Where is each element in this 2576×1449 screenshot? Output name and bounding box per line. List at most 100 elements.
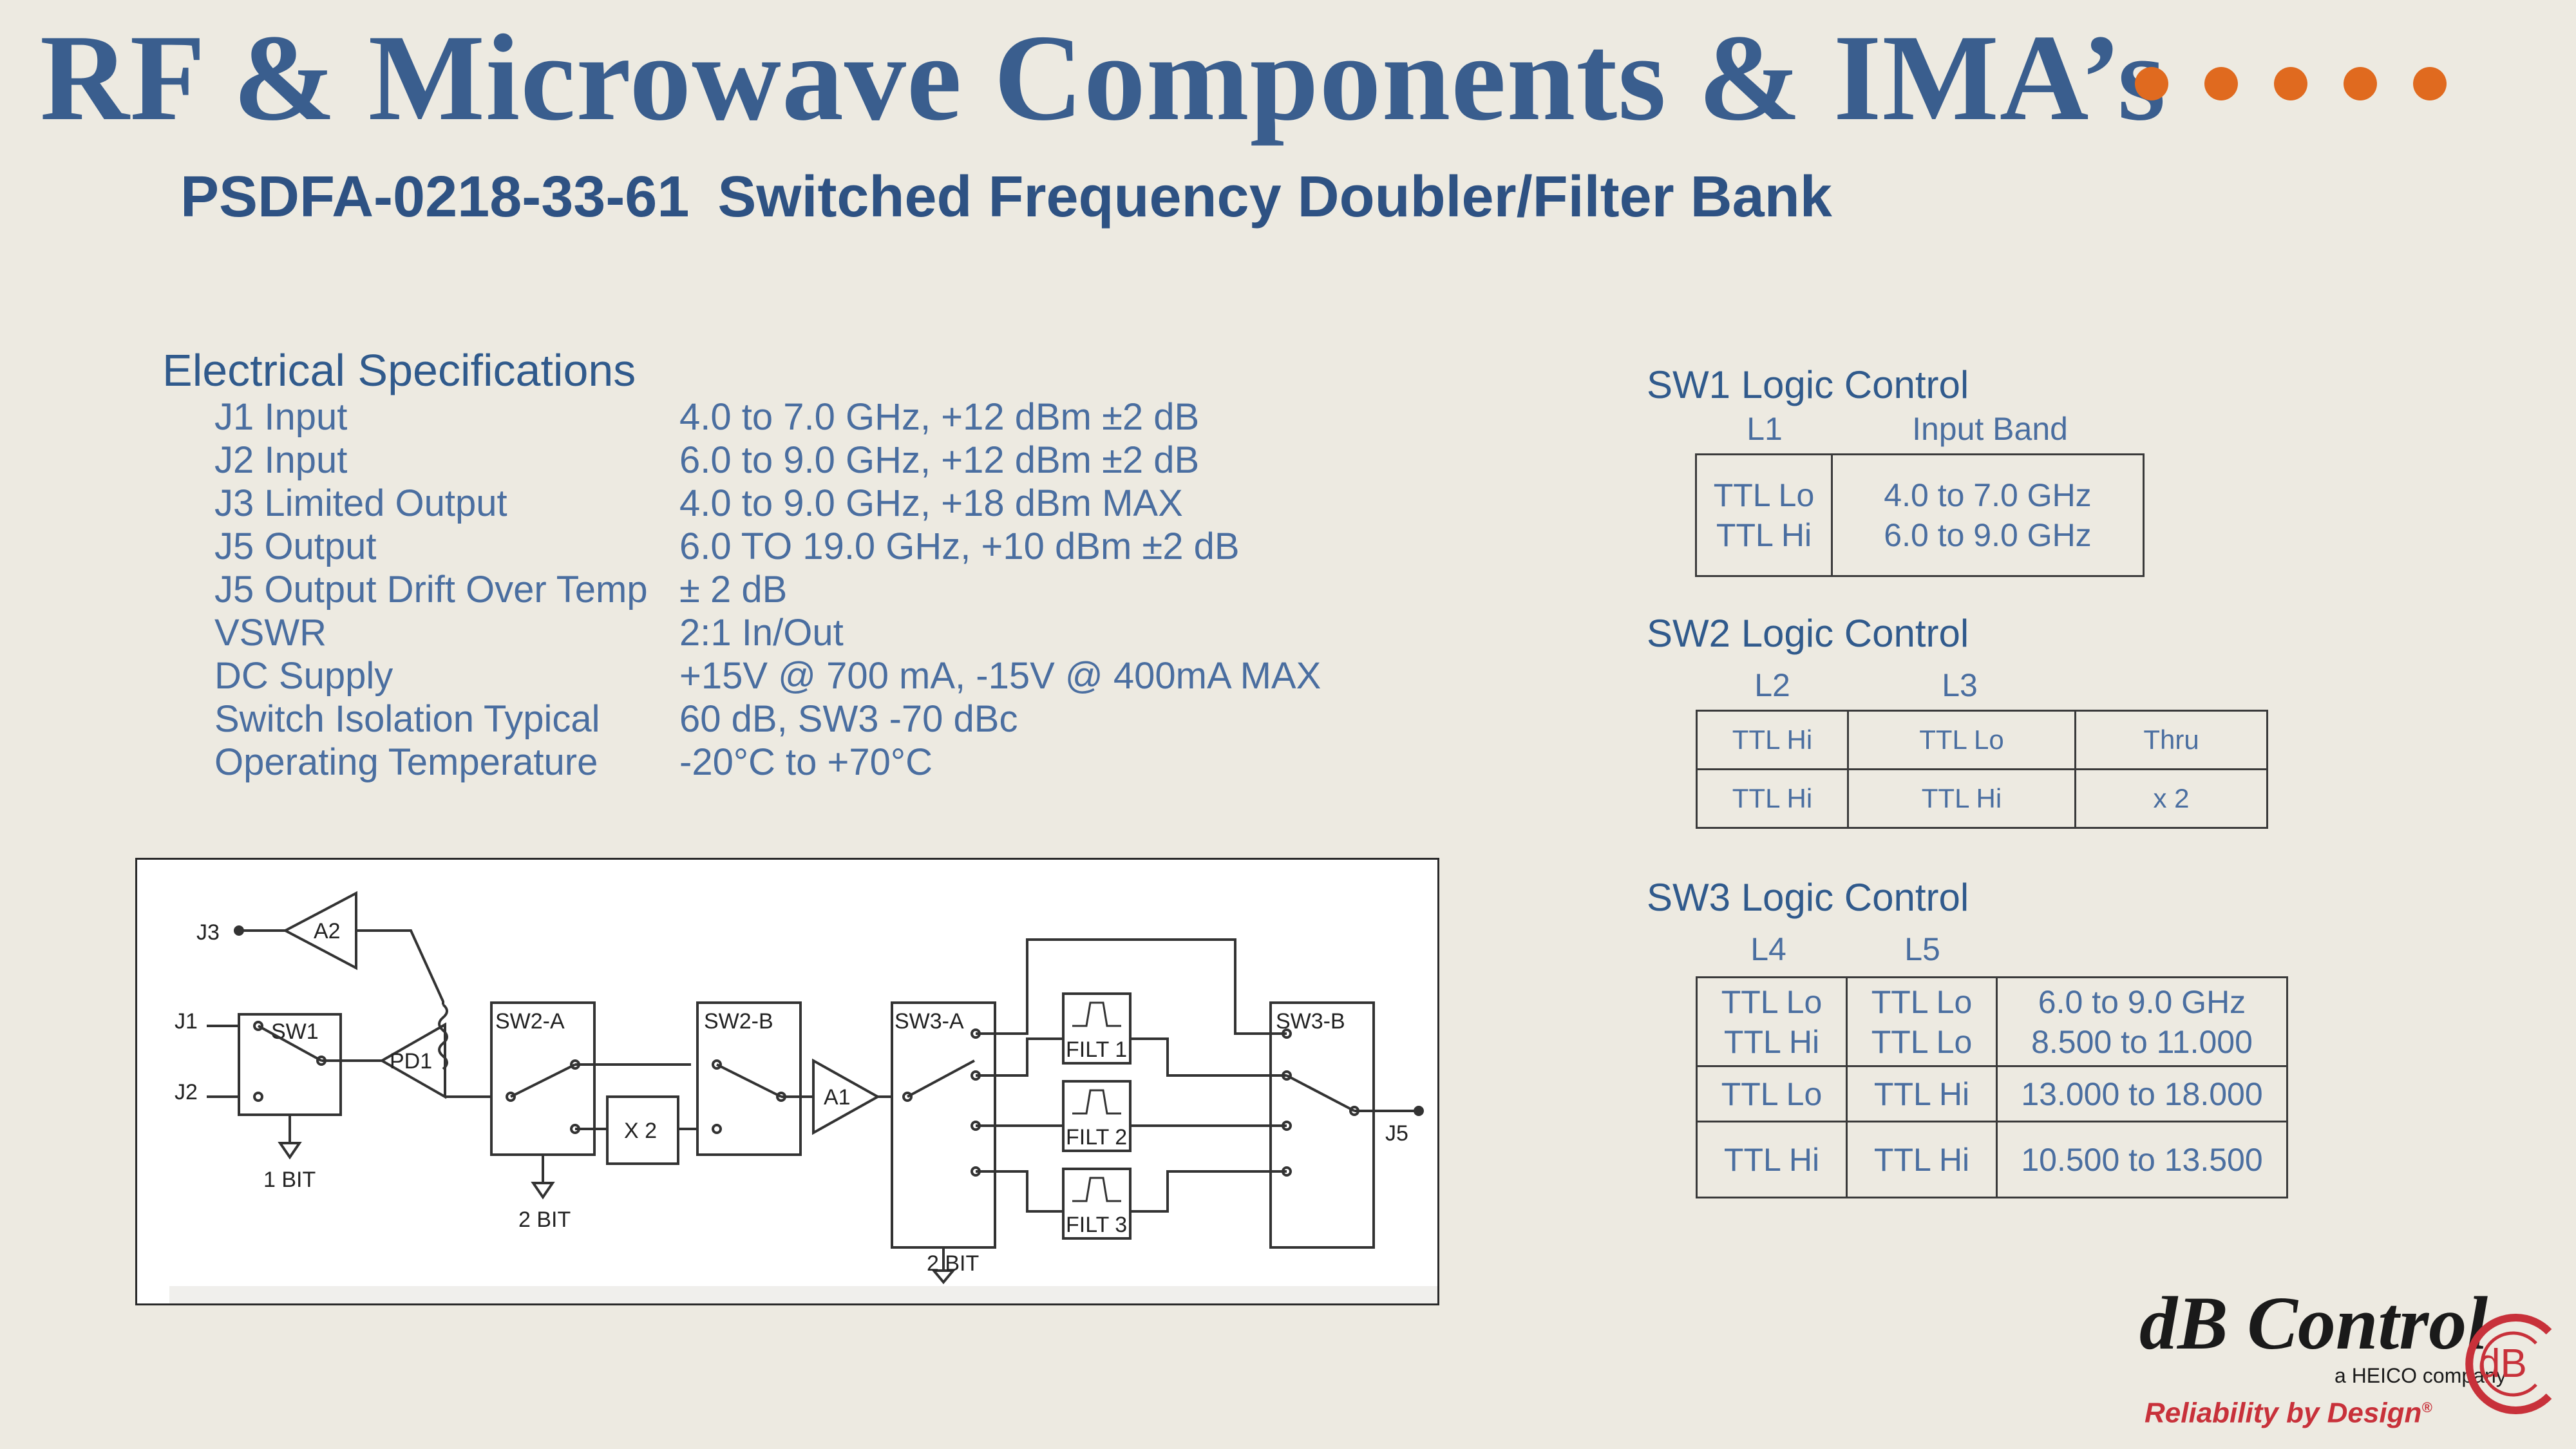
logo-mark: dB <box>2478 1341 2527 1386</box>
table-cell: 13.000 to 18.000 <box>1996 1065 2288 1122</box>
sw2-heading: SW2 Logic Control <box>1647 612 1969 655</box>
spec-label: Switch Isolation Typical <box>214 698 600 740</box>
table-cell: TTL Hi <box>1696 1121 1848 1198</box>
freq-value: 6.0 to 9.0 GHz <box>2038 983 2246 1020</box>
sw2-col-l3: L3 <box>1942 667 1978 703</box>
spec-value: 4.0 to 9.0 GHz, +18 dBm MAX <box>679 482 1183 524</box>
dot-icon <box>2413 67 2447 100</box>
j3-label: J3 <box>196 920 220 945</box>
sw2b-box <box>696 1001 802 1156</box>
table-cell: x 2 <box>2074 768 2268 829</box>
spec-label: J5 Output Drift Over Temp <box>214 569 648 611</box>
page-title: RF & Microwave Components & IMA’s <box>40 9 2166 146</box>
logo-company: a HEICO company <box>2334 1364 2506 1387</box>
state-value: TTL Lo <box>1871 1023 1973 1060</box>
table-cell: 10.500 to 13.500 <box>1996 1121 2288 1198</box>
spec-label: VSWR <box>214 612 327 654</box>
sw2-table: TTL Hi TTL Lo Thru TTL Hi TTL Hi x 2 <box>1696 710 2268 829</box>
sw3-heading: SW3 Logic Control <box>1647 876 1969 919</box>
dot-icon <box>2135 67 2168 100</box>
j1-label: J1 <box>175 1009 198 1034</box>
amplifier-a1-icon <box>812 1058 881 1135</box>
sw2-col-l2: L2 <box>1754 667 1790 703</box>
spec-row: VSWR 2:1 In/Out <box>214 611 844 654</box>
table-cell: TTL Hi <box>1847 768 2076 829</box>
spec-label: DC Supply <box>214 655 393 697</box>
dot-icon <box>2344 67 2377 100</box>
spec-row: DC Supply +15V @ 700 mA, -15V @ 400mA MAX <box>214 654 1321 697</box>
a1-label: A1 <box>824 1085 851 1110</box>
subtitle: PSDFA-0218-33-61 Switched Frequency Doubl… <box>180 158 1832 236</box>
spec-value: +15V @ 700 mA, -15V @ 400mA MAX <box>679 655 1321 697</box>
specs-heading: Electrical Specifications <box>162 345 636 395</box>
state-value: TTL Lo <box>1721 983 1823 1020</box>
table-row: TTL Hi TTL Hi x 2 <box>1696 768 2268 829</box>
spec-row: Switch Isolation Typical 60 dB, SW3 -70 d… <box>214 697 1018 741</box>
sw1-heading: SW1 Logic Control <box>1647 363 1969 406</box>
db-logo-icon: dB <box>2465 1314 2552 1414</box>
table-cell: TTL Lo <box>1847 710 2076 770</box>
spec-label: J3 Limited Output <box>214 482 507 524</box>
decorative-dots <box>2135 67 2447 100</box>
spec-value: ± 2 dB <box>679 569 788 611</box>
spec-row: J1 Input 4.0 to 7.0 GHz, +12 dBm ±2 dB <box>214 395 1199 439</box>
table-cell: TTL Hi <box>1846 1065 1998 1122</box>
spec-row: J5 Output Drift Over Temp ± 2 dB <box>214 568 787 611</box>
sw3a-label: SW3-A <box>895 1009 964 1034</box>
bit2b-label: 2 BIT <box>927 1251 979 1276</box>
spec-label: J5 Output <box>214 526 377 567</box>
logo-tagline: Reliability by Design® <box>2145 1397 2432 1429</box>
table-cell: TTL Lo <box>1696 1065 1848 1122</box>
table-cell: TTL Hi <box>1696 710 1849 770</box>
spec-row: J5 Output 6.0 TO 19.0 GHz, +10 dBm ±2 dB <box>214 525 1240 568</box>
sw3-col-l4: L4 <box>1750 931 1786 967</box>
spec-row: J3 Limited Output 4.0 to 9.0 GHz, +18 dBm… <box>214 482 1183 525</box>
tagline-text: Reliability by Design <box>2145 1397 2422 1429</box>
filter3-icon <box>1062 1168 1132 1240</box>
filter2-icon <box>1062 1080 1132 1152</box>
spec-value: 4.0 to 7.0 GHz, +12 dBm ±2 dB <box>679 396 1200 438</box>
state-value: TTL Lo <box>1871 983 1973 1020</box>
spec-value: 60 dB, SW3 -70 dBc <box>679 698 1018 740</box>
a2-label: A2 <box>314 919 341 943</box>
state-value: TTL Lo <box>1713 477 1815 513</box>
product-description: Switched Frequency Doubler/Filter Bank <box>717 165 1832 229</box>
block-diagram: J3 A2 J1 J2 SW1 1 BIT PD1 SW2-A 2 BIT X … <box>135 858 1439 1305</box>
power-divider-icon <box>379 1022 446 1099</box>
spec-label: Operating Temperature <box>214 741 598 783</box>
spec-value: 2:1 In/Out <box>679 612 844 654</box>
spec-label: J1 Input <box>214 396 348 438</box>
sw3-col-l5: L5 <box>1904 931 1940 967</box>
sw1-label: SW1 <box>271 1019 319 1044</box>
filt3-label: FILT 3 <box>1066 1213 1127 1237</box>
filt1-label: FILT 1 <box>1066 1037 1127 1062</box>
state-value: TTL Hi <box>1716 517 1812 553</box>
sw1-col-l1: L1 <box>1747 411 1783 447</box>
logo-wordmark: dB Control <box>2139 1281 2488 1365</box>
spec-value: 6.0 TO 19.0 GHz, +10 dBm ±2 dB <box>679 526 1240 567</box>
table-row: TTL Lo TTL Hi 13.000 to 18.000 <box>1696 1065 2288 1122</box>
part-number: PSDFA-0218-33-61 <box>180 165 690 229</box>
bit1-label: 1 BIT <box>263 1168 316 1192</box>
x2-label: X 2 <box>624 1119 657 1143</box>
table-cell: TTL Hi <box>1696 768 1849 829</box>
table-cell: Thru <box>2074 710 2268 770</box>
pd1-label: PD1 <box>390 1049 432 1074</box>
sw1-col-band: Input Band <box>1912 411 2068 447</box>
filter1-icon <box>1062 992 1132 1065</box>
table-row: TTL Hi TTL Lo Thru <box>1696 710 2268 770</box>
sw2b-label: SW2-B <box>704 1009 773 1034</box>
state-value: TTL Hi <box>1723 1023 1820 1060</box>
table-row: TTL Hi TTL Hi 10.500 to 13.500 <box>1696 1121 2288 1198</box>
filt2-label: FILT 2 <box>1066 1125 1127 1150</box>
table-cell: TTL Hi <box>1846 1121 1998 1198</box>
j5-label: J5 <box>1385 1121 1408 1146</box>
spec-row: Operating Temperature-20°C to +70°C <box>214 741 933 784</box>
